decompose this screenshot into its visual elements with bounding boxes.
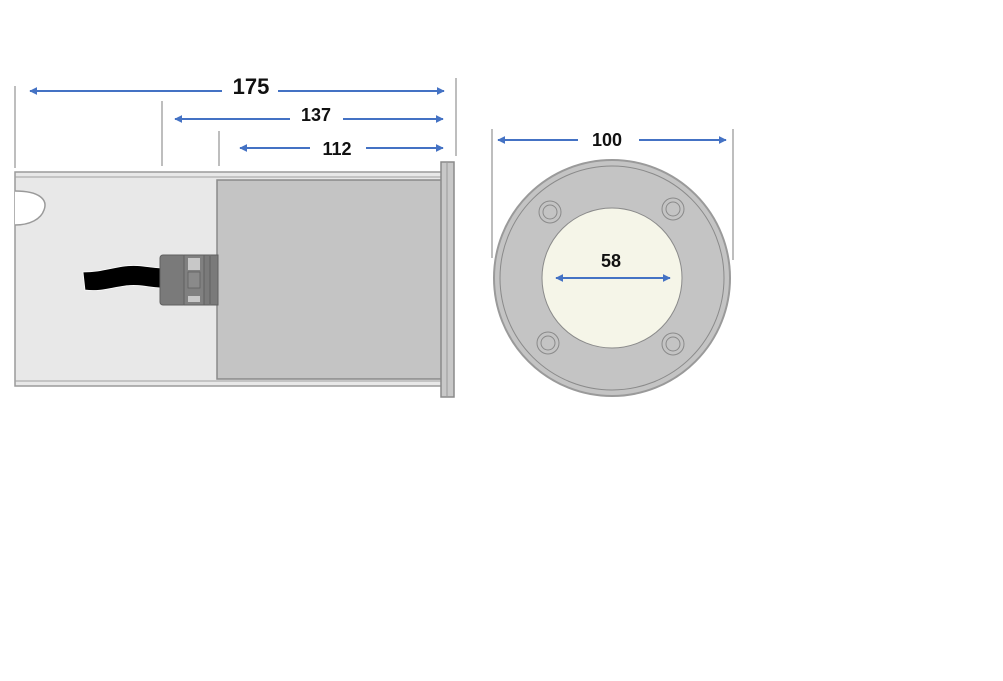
dimension-lens-diameter: 58 <box>555 251 671 282</box>
cable-gland <box>159 254 219 306</box>
dimension-sleeve-depth: 137 <box>174 105 444 125</box>
flange-inner-ring <box>499 165 725 391</box>
mounting-screws <box>536 197 685 356</box>
dimension-body-depth: 112 <box>239 139 444 159</box>
front-view: 100 58 <box>491 129 734 397</box>
dimension-label-137: 137 <box>301 105 331 125</box>
dimension-label-58: 58 <box>601 251 621 271</box>
dimension-overall-length: 175 <box>29 74 445 99</box>
screw-icon <box>661 332 685 356</box>
side-view: 175 137 112 <box>14 74 457 398</box>
cable-entry-notch <box>14 190 46 226</box>
dimension-label-100: 100 <box>592 130 622 150</box>
dimension-label-112: 112 <box>322 139 351 159</box>
dimension-label-175: 175 <box>233 74 270 99</box>
screw-icon <box>538 200 562 224</box>
screw-icon <box>536 331 560 355</box>
front-flange <box>440 161 455 398</box>
screw-icon <box>661 197 685 221</box>
luminaire-body <box>216 179 443 380</box>
dimension-outer-diameter: 100 <box>497 130 727 150</box>
